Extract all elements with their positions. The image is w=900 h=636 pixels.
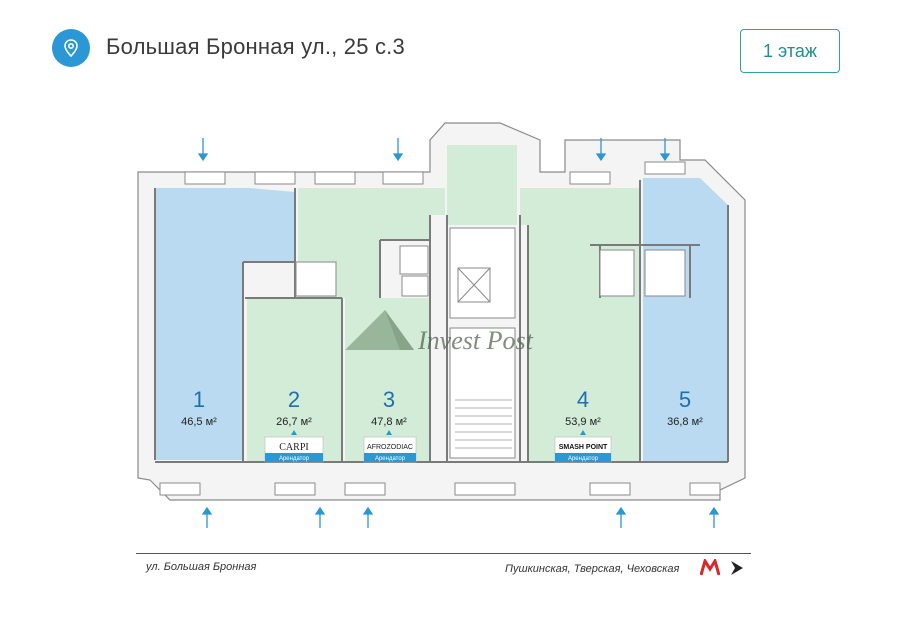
street-line xyxy=(136,553,751,554)
tenant-label-2: Арендатор xyxy=(279,456,310,462)
tenant-tag-3: AFROZODIAC Арендатор xyxy=(363,430,417,463)
tenant-tag-2: CARPI Арендатор xyxy=(264,430,324,463)
floor-selector[interactable]: 1 этаж xyxy=(740,29,840,73)
tenant-logo-2: CARPI xyxy=(279,442,308,453)
tenant-label-3: Арендатор xyxy=(375,456,406,462)
arrow-right-icon xyxy=(730,560,744,576)
tenant-logo-3: AFROZODIAC xyxy=(367,444,413,451)
watermark-logo-icon xyxy=(345,310,414,350)
header: Большая Бронная ул., 25 с.3 1 этаж xyxy=(0,0,900,100)
fixtures xyxy=(295,227,686,459)
unit-5-area-label: 36,8 м² xyxy=(667,416,703,428)
metro-m-icon xyxy=(699,557,721,577)
unit-4-number: 4 xyxy=(577,387,589,412)
unit-4-area-label: 53,9 м² xyxy=(565,416,601,428)
unit-2-number: 2 xyxy=(288,387,300,412)
unit-5-area[interactable] xyxy=(643,178,728,462)
unit-3-number: 3 xyxy=(383,387,395,412)
unit-3-area-label: 47,8 м² xyxy=(371,416,407,428)
unit-2-area-label: 26,7 м² xyxy=(276,416,312,428)
watermark-text: Invest Post xyxy=(417,326,534,355)
tenant-logo-4: SMASH POINT xyxy=(559,444,608,451)
entrance-arrows xyxy=(197,138,720,528)
address-title: Большая Бронная ул., 25 с.3 xyxy=(106,34,405,59)
tenant-tag-4: SMASH POINT Арендатор xyxy=(554,430,612,463)
unit-1-number: 1 xyxy=(193,387,205,412)
unit-1-area-label: 46,5 м² xyxy=(181,416,217,428)
location-pin-icon xyxy=(52,29,90,67)
central-corridor xyxy=(447,145,517,225)
windows xyxy=(159,161,721,496)
street-name: ул. Большая Бронная xyxy=(146,561,257,573)
stair-steps xyxy=(455,399,512,449)
metro-stations: Пушкинская, Тверская, Чеховская xyxy=(505,563,680,575)
tenant-label-4: Арендатор xyxy=(568,456,599,462)
unit-5-number: 5 xyxy=(679,387,691,412)
unit-1-area-top xyxy=(155,188,295,300)
walls xyxy=(154,180,729,463)
